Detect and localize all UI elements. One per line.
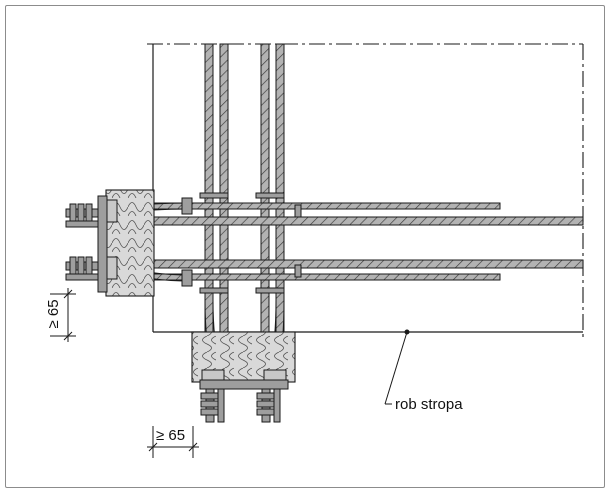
bolt-bottom-right bbox=[256, 388, 281, 423]
bolt-bottom-left bbox=[200, 388, 225, 423]
anchor-plate-bottom bbox=[199, 369, 289, 390]
horizontal-rebar-2 bbox=[99, 216, 584, 226]
dimension-horizontal bbox=[147, 426, 199, 458]
horizontal-rebar-3 bbox=[99, 259, 584, 269]
fixing-plates bbox=[181, 192, 302, 294]
slab-edge-label: rob stropa bbox=[395, 396, 463, 413]
dimension-vertical bbox=[50, 288, 76, 342]
bolt-left-upper bbox=[65, 203, 99, 228]
horizontal-rebar-1 bbox=[117, 202, 501, 210]
horizontal-rebars bbox=[99, 202, 584, 281]
dimension-vertical-label: ≥ 65 bbox=[45, 299, 62, 328]
bolt-left-lower bbox=[65, 256, 99, 281]
slab-edge-leader bbox=[384, 329, 410, 405]
dimension-horizontal-label: ≥ 65 bbox=[156, 427, 185, 444]
anchor-plate-left bbox=[97, 195, 118, 293]
